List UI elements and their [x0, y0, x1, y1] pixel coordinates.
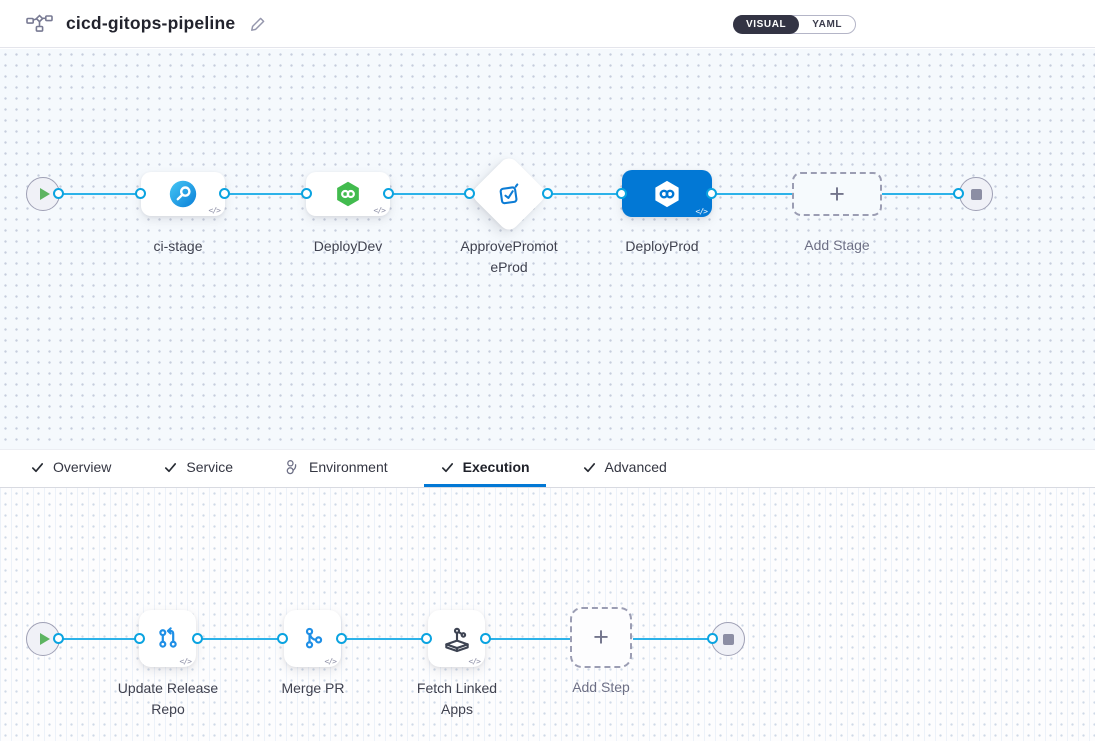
- tab-service[interactable]: Service: [147, 450, 249, 487]
- step-node-fetch-linked-apps[interactable]: </>: [428, 610, 485, 667]
- view-toggle: VISUAL YAML: [733, 15, 857, 34]
- connector-point: [953, 188, 964, 199]
- tab-label: Overview: [53, 459, 112, 475]
- cd-deploy-icon: [652, 179, 682, 209]
- code-icon: </>: [468, 657, 481, 666]
- plus-icon: +: [593, 622, 609, 652]
- connector-point: [301, 188, 312, 199]
- step-node-merge-pr[interactable]: </>: [284, 610, 341, 667]
- stage-label: DeployProd: [625, 238, 699, 254]
- check-icon: [163, 460, 178, 475]
- connector-point: [277, 633, 288, 644]
- yaml-toggle-button[interactable]: YAML: [812, 19, 843, 30]
- visual-toggle-button[interactable]: VISUAL: [733, 15, 800, 34]
- connector-point: [480, 633, 491, 644]
- add-step-button[interactable]: +: [570, 607, 632, 668]
- cd-deploy-icon: [334, 180, 362, 208]
- stage-label: ApprovePromot eProd: [424, 236, 594, 278]
- check-icon: [30, 460, 45, 475]
- connector-point: [219, 188, 230, 199]
- tab-label: Service: [186, 459, 234, 475]
- step-label: Update Release Repo: [83, 678, 253, 720]
- connector-line: [225, 193, 307, 195]
- stage-config-tabs: Overview Service Environment Execution: [0, 449, 1095, 488]
- stage-node-approvepromoteprod[interactable]: [469, 154, 549, 234]
- connector-point: [53, 633, 64, 644]
- add-step-label: Add Step: [572, 679, 630, 695]
- code-icon: </>: [208, 206, 221, 215]
- connector-line: [342, 638, 427, 640]
- connector-point: [192, 633, 203, 644]
- approval-icon: [496, 181, 523, 208]
- step-label-line2: Repo: [151, 701, 185, 717]
- connector-point: [383, 188, 394, 199]
- code-icon: </>: [373, 206, 386, 215]
- add-stage-button[interactable]: +: [792, 172, 882, 216]
- tab-execution[interactable]: Execution: [423, 450, 546, 487]
- check-icon: [582, 460, 597, 475]
- tab-label: Execution: [462, 459, 530, 475]
- gitops-apps-icon: [441, 623, 473, 655]
- ci-build-icon: [168, 179, 198, 209]
- connector-point: [464, 188, 475, 199]
- git-update-icon: [153, 624, 183, 654]
- connector-line: [389, 193, 470, 195]
- stage-label: ci-stage: [153, 238, 203, 254]
- stop-icon: [722, 633, 734, 645]
- connector-line: [633, 638, 713, 640]
- code-icon: </>: [324, 657, 337, 666]
- stage-node-ci-stage[interactable]: </>: [141, 172, 225, 216]
- stage-label: DeployDev: [313, 238, 383, 254]
- step-label: Fetch Linked Apps: [372, 678, 542, 720]
- stage-canvas[interactable]: </> ci-stage </> DeployDev: [0, 49, 1095, 449]
- connector-line: [486, 638, 570, 640]
- stage-label-line2: eProd: [490, 259, 528, 275]
- connector-point: [336, 633, 347, 644]
- step-label: Merge PR: [281, 680, 345, 696]
- plus-icon: +: [829, 178, 845, 209]
- connector-line: [59, 193, 141, 195]
- tab-advanced[interactable]: Advanced: [566, 450, 683, 487]
- git-merge-icon: [298, 624, 328, 654]
- connector-line: [59, 638, 140, 640]
- check-icon: [440, 460, 455, 475]
- app-header: cicd-gitops-pipeline VISUAL YAML: [0, 0, 1095, 48]
- tab-label: Environment: [309, 459, 388, 475]
- step-node-update-release-repo[interactable]: </>: [139, 610, 196, 667]
- connector-point: [53, 188, 64, 199]
- step-label-line1: Fetch Linked: [416, 680, 498, 696]
- connector-line: [548, 193, 622, 195]
- stop-icon: [970, 188, 982, 200]
- connector-line: [198, 638, 283, 640]
- code-icon: </>: [179, 657, 192, 666]
- tab-environment[interactable]: Environment: [269, 450, 404, 487]
- environment-progress-icon: [285, 459, 301, 475]
- connector-point: [134, 633, 145, 644]
- add-stage-label: Add Stage: [804, 237, 870, 253]
- connector-point: [707, 633, 718, 644]
- stage-node-deploydev[interactable]: </>: [306, 172, 390, 216]
- edit-pencil-icon[interactable]: [249, 15, 267, 33]
- connector-line: [712, 193, 792, 195]
- connector-point: [706, 188, 717, 199]
- connector-point: [421, 633, 432, 644]
- stage-node-deployprod[interactable]: </>: [622, 170, 712, 217]
- tab-overview[interactable]: Overview: [14, 450, 127, 487]
- connector-point: [542, 188, 553, 199]
- stage-label-line1: ApprovePromot: [460, 238, 558, 254]
- execution-canvas[interactable]: </> Update Release Repo </> Merge PR: [0, 488, 1095, 741]
- code-icon: </>: [695, 207, 708, 216]
- play-icon: [39, 633, 50, 645]
- pipeline-icon: [26, 13, 53, 34]
- step-label-line2: Apps: [441, 701, 473, 717]
- connector-point: [616, 188, 627, 199]
- connector-line: [882, 193, 959, 195]
- play-icon: [39, 188, 50, 200]
- tab-label: Advanced: [604, 459, 667, 475]
- pipeline-title: cicd-gitops-pipeline: [66, 13, 236, 33]
- step-label-line1: Update Release: [117, 680, 219, 696]
- end-node: [959, 177, 993, 211]
- connector-point: [135, 188, 146, 199]
